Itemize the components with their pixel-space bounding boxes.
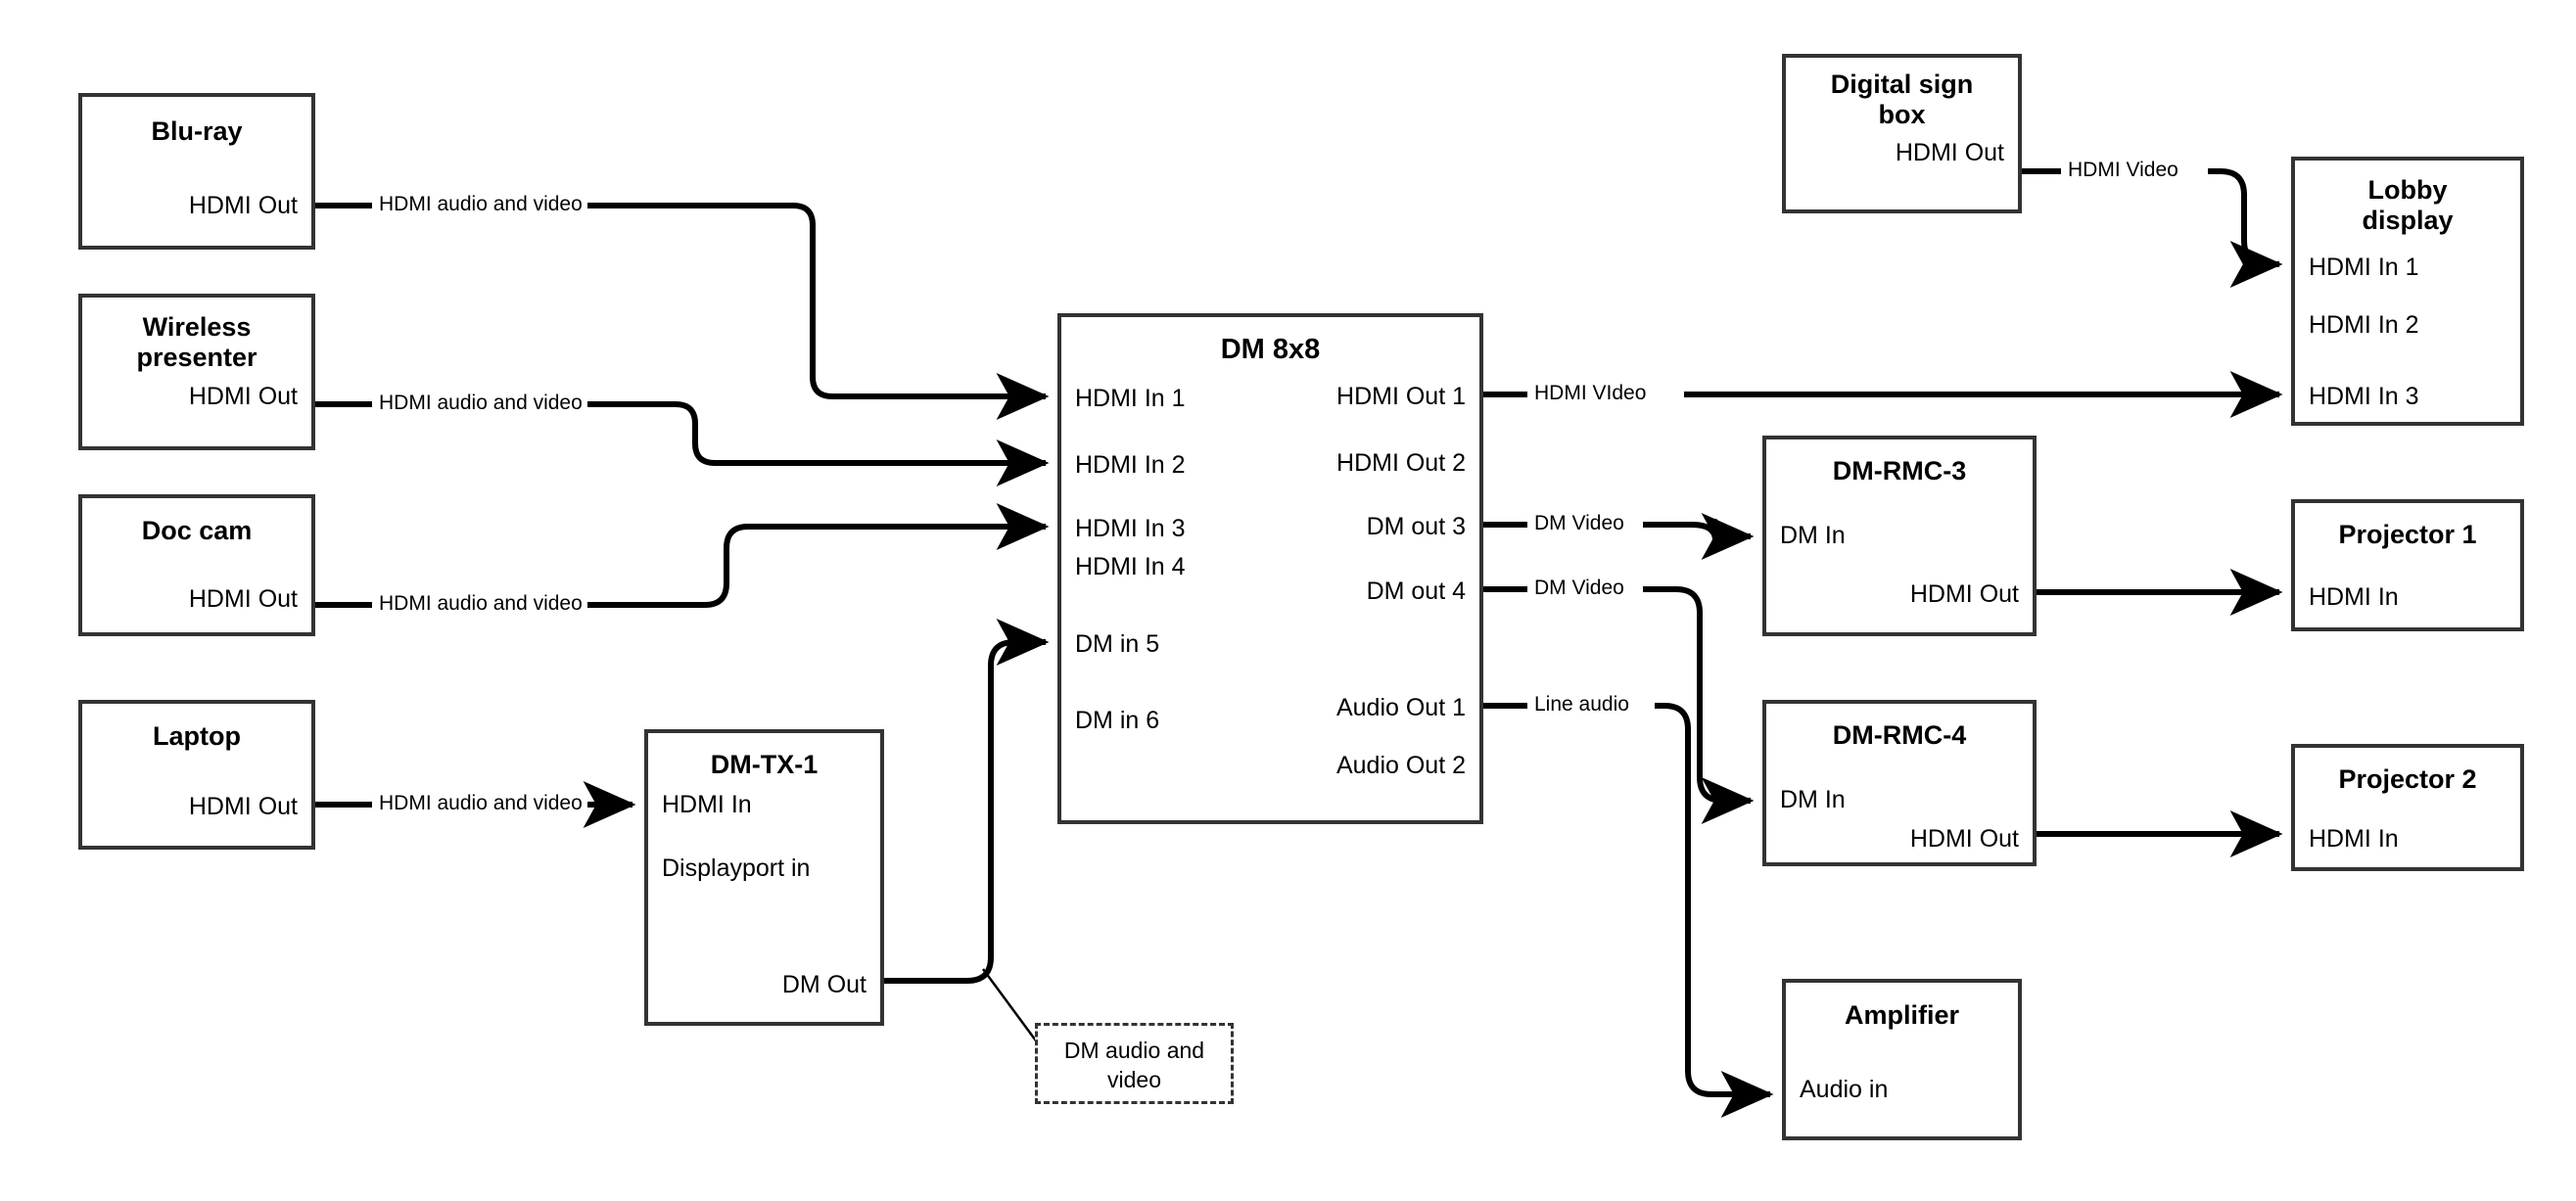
node-wireless-presenter[interactable]: Wireless presenter HDMI Out xyxy=(78,294,315,450)
port-hdmi-in-2: HDMI In 2 xyxy=(2309,311,2419,339)
node-laptop[interactable]: Laptop HDMI Out xyxy=(78,700,315,850)
note-line-2: video xyxy=(1107,1067,1161,1092)
node-title: DM-RMC-4 xyxy=(1832,720,1967,750)
port-hdmi-out: HDMI Out xyxy=(188,793,298,820)
edge-label-doccam-to-in3: HDMI audio and video xyxy=(374,593,587,614)
wire-bluray-to-hdmi-in-1 xyxy=(315,203,1046,396)
port-hdmi-out: HDMI Out xyxy=(1909,825,2019,853)
node-title-line-2: presenter xyxy=(136,343,258,372)
edge-label-bluray-to-in1: HDMI audio and video xyxy=(374,194,587,214)
node-title-line-1: Lobby xyxy=(2367,175,2448,205)
edge-label-dm-out-3: DM Video xyxy=(1529,513,1629,533)
edge-label-dm-out-4: DM Video xyxy=(1529,577,1629,598)
port-hdmi-out-2: HDMI Out 2 xyxy=(1336,449,1466,477)
node-dm-8x8[interactable]: DM 8x8 HDMI In 1 HDMI In 2 HDMI In 3 HDM… xyxy=(1057,313,1483,824)
node-lobby-display[interactable]: Lobby display HDMI In 1 HDMI In 2 HDMI I… xyxy=(2291,157,2524,426)
node-title: DM-RMC-3 xyxy=(1832,456,1967,485)
port-audio-out-1: Audio Out 1 xyxy=(1335,694,1466,721)
edge-label-wireless-to-in2: HDMI audio and video xyxy=(374,393,587,413)
port-hdmi-in-3: HDMI In 3 xyxy=(1075,515,1186,542)
port-hdmi-in-1: HDMI In 1 xyxy=(1075,385,1186,412)
node-title-line-2: display xyxy=(2362,206,2454,235)
edge-label-hdmi-out-1: HDMI VIdeo xyxy=(1529,383,1652,403)
port-hdmi-in: HDMI In xyxy=(2309,825,2399,853)
node-title-line-1: Digital sign xyxy=(1830,69,1974,99)
node-doc-cam[interactable]: Doc cam HDMI Out xyxy=(78,494,315,636)
node-title: Amplifier xyxy=(1844,1000,1960,1030)
port-hdmi-out: HDMI Out xyxy=(1909,580,2019,608)
edge-label-laptop-to-tx1: HDMI audio and video xyxy=(374,793,587,813)
node-projector-2[interactable]: Projector 2 HDMI In xyxy=(2291,744,2524,871)
node-title-line-2: box xyxy=(1878,100,1926,129)
port-hdmi-out: HDMI Out xyxy=(1895,139,2004,166)
edge-label-audio-out-1: Line audio xyxy=(1529,694,1634,715)
wire-audio-out-1-to-amplifier xyxy=(1483,703,1770,1094)
port-hdmi-out: HDMI Out xyxy=(188,585,298,613)
node-title: Projector 1 xyxy=(2338,520,2477,549)
node-title: Blu-ray xyxy=(151,116,243,146)
node-amplifier[interactable]: Amplifier Audio in xyxy=(1782,979,2022,1140)
node-bluray[interactable]: Blu-ray HDMI Out xyxy=(78,93,315,250)
port-hdmi-out-1: HDMI Out 1 xyxy=(1336,383,1466,410)
node-title: DM-TX-1 xyxy=(710,750,819,779)
node-title: Projector 2 xyxy=(2338,764,2477,794)
note-line-1: DM audio and xyxy=(1063,1038,1205,1063)
node-title: Doc cam xyxy=(141,516,253,545)
port-dm-in-5: DM in 5 xyxy=(1075,630,1160,658)
port-dm-out-4: DM out 4 xyxy=(1366,577,1466,605)
node-digital-sign-box[interactable]: Digital sign box HDMI Out xyxy=(1782,54,2022,213)
port-hdmi-out: HDMI Out xyxy=(188,383,298,410)
edge-label-digitalsign-to-lobby: HDMI Video xyxy=(2063,160,2183,180)
node-title: DM 8x8 xyxy=(1220,334,1321,365)
port-hdmi-in: HDMI In xyxy=(2309,583,2399,611)
port-dm-in: DM In xyxy=(1780,786,1846,813)
leader-to-dm-note xyxy=(981,968,1043,1048)
port-dm-in-6: DM in 6 xyxy=(1075,707,1160,734)
node-title-line-1: Wireless xyxy=(142,312,252,342)
port-audio-in: Audio in xyxy=(1800,1076,1889,1103)
port-audio-out-2: Audio Out 2 xyxy=(1335,752,1466,779)
port-hdmi-in-2: HDMI In 2 xyxy=(1075,451,1186,479)
port-hdmi-out: HDMI Out xyxy=(188,192,298,219)
node-dm-rmc-3[interactable]: DM-RMC-3 DM In HDMI Out xyxy=(1762,436,2037,636)
port-hdmi-in: HDMI In xyxy=(662,791,752,818)
port-displayport-in: Displayport in xyxy=(662,855,811,882)
port-hdmi-in-1: HDMI In 1 xyxy=(2309,254,2419,281)
port-dm-in: DM In xyxy=(1780,522,1846,549)
node-dm-tx-1[interactable]: DM-TX-1 HDMI In Displayport in DM Out xyxy=(644,729,884,1026)
wire-digitalsign-to-lobby-in-1 xyxy=(2022,168,2279,264)
node-projector-1[interactable]: Projector 1 HDMI In xyxy=(2291,499,2524,631)
port-dm-out: DM Out xyxy=(781,971,866,998)
port-dm-out-3: DM out 3 xyxy=(1366,513,1466,540)
port-hdmi-in-3: HDMI In 3 xyxy=(2309,383,2419,410)
wire-dmtx1-to-dm-in-5 xyxy=(884,619,1050,984)
port-hdmi-in-4: HDMI In 4 xyxy=(1075,553,1186,580)
node-dm-rmc-4[interactable]: DM-RMC-4 DM In HDMI Out xyxy=(1762,700,2037,866)
node-title: Laptop xyxy=(153,721,241,751)
note-dm-audio-and-video: DM audio and video xyxy=(1035,1023,1234,1104)
